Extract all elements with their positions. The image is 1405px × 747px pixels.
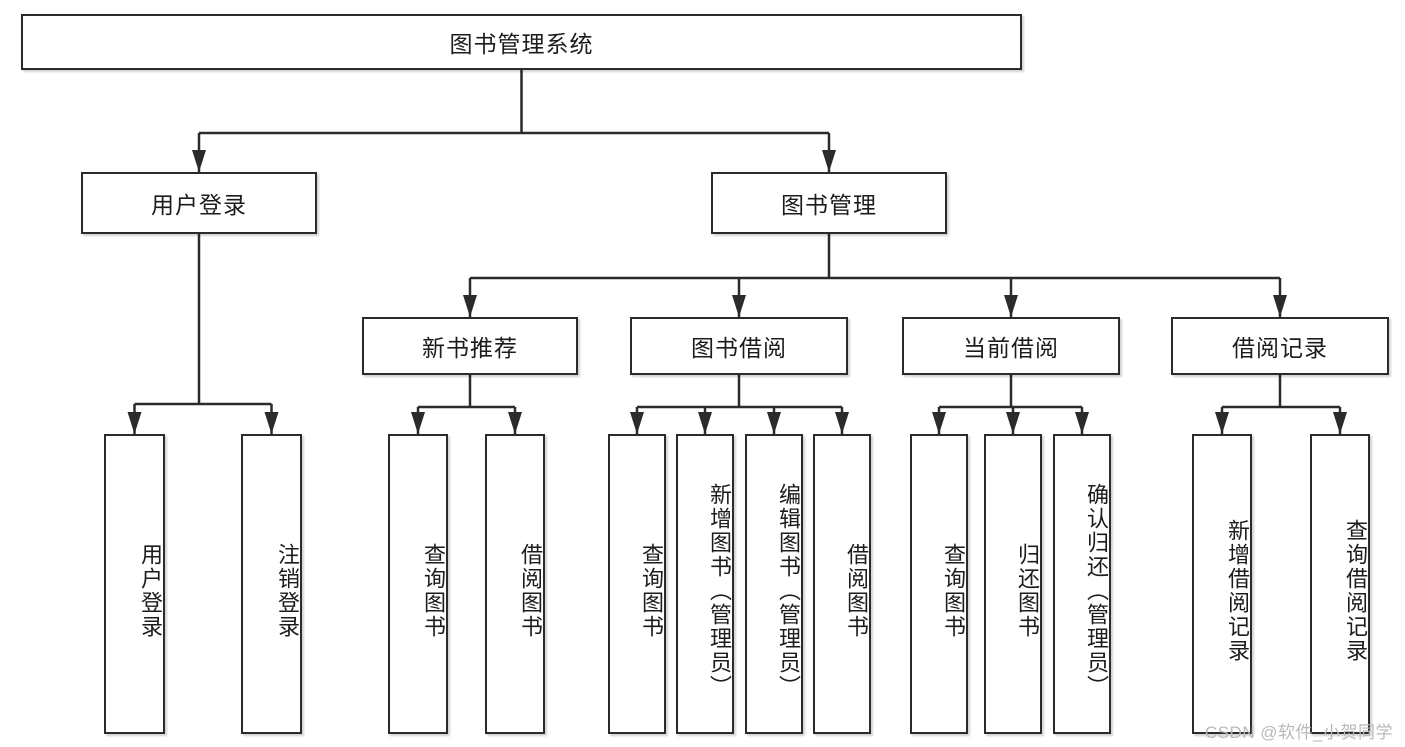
node-new-book-rec: 新书推荐: [362, 317, 578, 375]
node-label: 新书推荐: [422, 335, 518, 361]
node-label: 查询图书: [941, 543, 966, 639]
arrowhead-icon: [630, 412, 644, 434]
node-label: 注销登录: [275, 543, 300, 639]
node-label: 新增借阅记录: [1225, 519, 1250, 663]
node-leaf-borrow-book-1: 借阅图书: [485, 434, 545, 734]
arrowhead-icon: [192, 150, 206, 172]
node-leaf-query-book-1: 查询图书: [388, 434, 448, 734]
node-label: 借阅图书: [844, 543, 869, 639]
node-leaf-add-record: 新增借阅记录: [1192, 434, 1252, 734]
node-book-borrow: 图书借阅: [630, 317, 848, 375]
arrowhead-icon: [698, 412, 712, 434]
node-book-manage: 图书管理: [711, 172, 947, 234]
node-label: 图书管理: [781, 192, 877, 218]
node-leaf-query-record: 查询借阅记录: [1310, 434, 1370, 734]
node-label: 归还图书: [1015, 543, 1040, 639]
node-leaf-edit-book: 编辑图书（管理员）: [745, 434, 803, 734]
arrowhead-icon: [767, 412, 781, 434]
node-leaf-query-book-2: 查询图书: [608, 434, 666, 734]
node-label: 查询图书: [421, 543, 446, 639]
node-leaf-query-book-3: 查询图书: [910, 434, 968, 734]
node-user-login: 用户登录: [81, 172, 317, 234]
arrowhead-icon: [127, 412, 142, 434]
node-label: 新增图书（管理员）: [707, 483, 732, 699]
node-label: 当前借阅: [963, 335, 1059, 361]
arrowhead-icon: [1333, 412, 1347, 434]
arrowhead-icon: [835, 412, 849, 434]
arrowhead-icon: [1006, 412, 1020, 434]
arrowhead-icon: [463, 295, 477, 317]
watermark: CSDN @软件_小贺同学: [1204, 723, 1393, 742]
node-root: 图书管理系统: [21, 14, 1022, 70]
node-label: 借阅图书: [518, 543, 543, 639]
node-label: 借阅记录: [1232, 335, 1328, 361]
arrowhead-icon: [732, 295, 746, 317]
node-leaf-add-book: 新增图书（管理员）: [676, 434, 734, 734]
node-leaf-user-login: 用户登录: [104, 434, 165, 734]
node-leaf-return-book: 归还图书: [984, 434, 1042, 734]
arrowhead-icon: [1215, 412, 1229, 434]
node-leaf-borrow-book-2: 借阅图书: [813, 434, 871, 734]
node-label: 用户登录: [151, 192, 247, 218]
node-label: 用户登录: [138, 543, 163, 639]
arrowhead-icon: [1004, 295, 1018, 317]
arrowhead-icon: [822, 150, 836, 172]
node-leaf-confirm-return: 确认归还（管理员）: [1053, 434, 1111, 734]
arrowhead-icon: [932, 412, 946, 434]
node-label: 确认归还（管理员）: [1084, 483, 1109, 699]
arrowhead-icon: [1075, 412, 1089, 434]
node-label: 图书借阅: [691, 335, 787, 361]
arrowhead-icon: [1273, 295, 1287, 317]
arrowhead-icon: [411, 412, 425, 434]
arrowhead-icon: [264, 412, 279, 434]
node-label: 图书管理系统: [449, 31, 594, 57]
node-leaf-logout: 注销登录: [241, 434, 302, 734]
node-label: 编辑图书（管理员）: [776, 483, 801, 699]
node-label: 查询借阅记录: [1343, 519, 1368, 663]
arrowhead-icon: [508, 412, 522, 434]
node-label: 查询图书: [639, 543, 664, 639]
node-borrow-record: 借阅记录: [1171, 317, 1389, 375]
node-current-borrow: 当前借阅: [902, 317, 1120, 375]
